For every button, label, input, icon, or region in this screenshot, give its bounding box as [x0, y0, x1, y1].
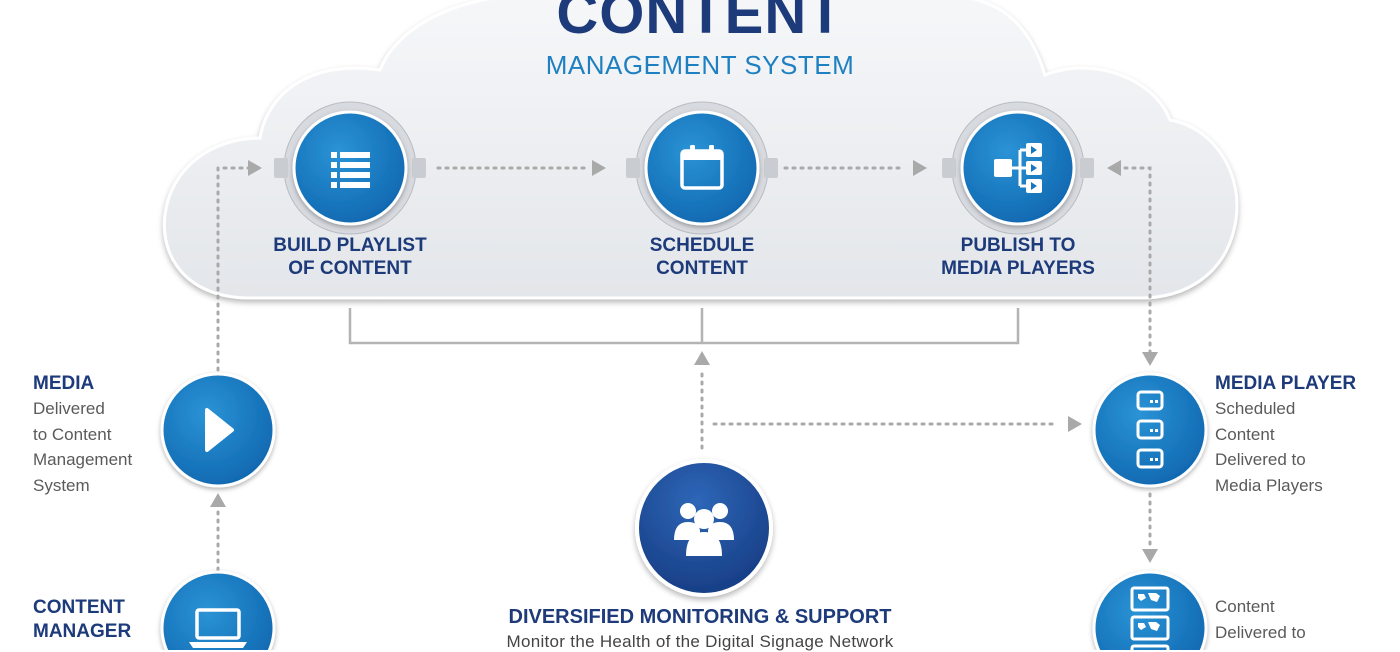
media-player-desc: Scheduled Content Delivered to Media Pla…: [1215, 399, 1323, 495]
step-label-playlist: BUILD PLAYLIST OF CONTENT: [273, 235, 427, 279]
calendar-icon: [680, 145, 724, 190]
media-block: MEDIA Delivered to Content Management Sy…: [33, 372, 132, 498]
connector-publish-to-player: [1123, 166, 1152, 354]
connector-media-to-playlist: [216, 166, 252, 372]
displays-desc: Content Delivered to: [1215, 597, 1306, 642]
step-label-schedule: SCHEDULE CONTENT: [649, 235, 755, 279]
laptop-icon: [189, 608, 247, 648]
server-stack-icon: [1136, 390, 1164, 469]
step-label-publish: PUBLISH TO MEDIA PLAYERS: [941, 235, 1095, 279]
page-subtitle: MANAGEMENT SYSTEM: [545, 50, 855, 80]
steps-bracket: [348, 308, 1020, 345]
media-player-block: MEDIA PLAYER Scheduled Content Delivered…: [1215, 372, 1356, 498]
display-screens-icon: [1130, 586, 1170, 650]
play-icon: [205, 408, 234, 452]
people-group-icon: [674, 503, 734, 556]
content-manager-block: CONTENT MANAGER: [33, 597, 132, 642]
media-player-title: MEDIA PLAYER: [1215, 373, 1357, 394]
monitoring-title: DIVERSIFIED MONITORING & SUPPORT: [508, 606, 892, 628]
media-title: MEDIA: [33, 373, 95, 394]
page-title: CONTENT: [556, 0, 844, 46]
media-desc: Delivered to Content Management System: [33, 399, 133, 495]
monitoring-desc: Monitor the Health of the Digital Signag…: [506, 632, 894, 651]
arrow-heads: [210, 160, 1158, 563]
distribution-icon: [994, 143, 1042, 193]
step-circle-schedule: [644, 110, 760, 226]
dotted-connectors: [216, 166, 1152, 572]
list-icon: [331, 152, 370, 188]
